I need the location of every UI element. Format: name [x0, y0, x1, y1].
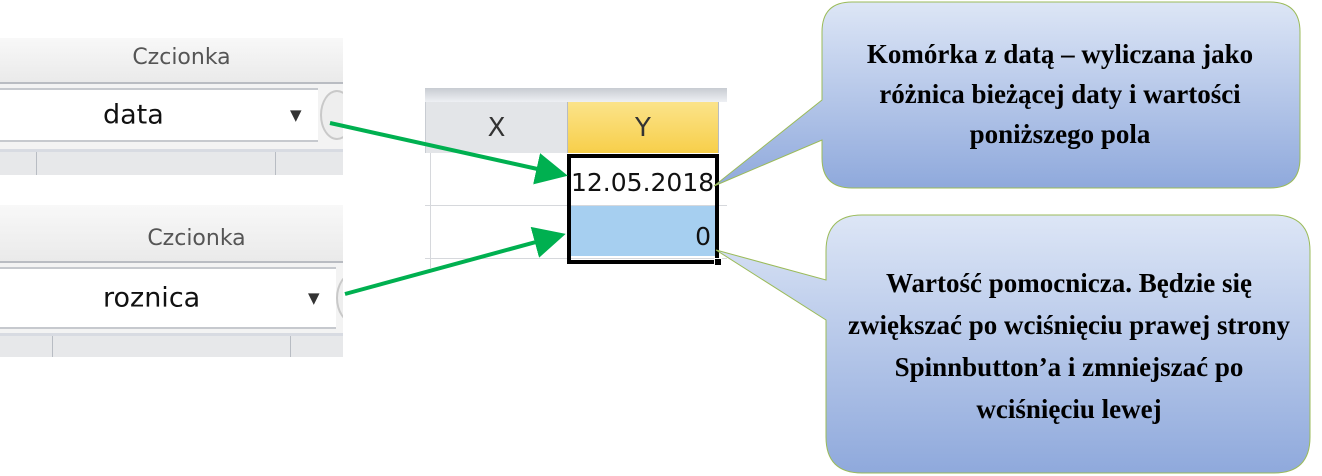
- column-header-y[interactable]: Y: [568, 102, 719, 153]
- chevron-down-icon[interactable]: ▼: [290, 106, 302, 124]
- spreadsheet-fragment: X Y 12.05.2018 0: [425, 88, 727, 268]
- spin-button-icon[interactable]: [320, 90, 343, 140]
- selection-border: [567, 154, 719, 264]
- ribbon-panel-roznica: Czcionka roznica ▼: [0, 205, 343, 357]
- name-box-value: data: [103, 99, 164, 131]
- callout-bottom-text: Wartość pomocnicza. Będzie się zwiększać…: [848, 268, 1290, 424]
- fill-handle[interactable]: [714, 258, 722, 266]
- name-box-data[interactable]: data ▼: [0, 88, 318, 142]
- cell-y1[interactable]: 12.05.2018: [571, 160, 715, 205]
- ribbon-panel-data: Czcionka data ▼: [0, 38, 343, 175]
- chevron-down-icon[interactable]: ▼: [308, 289, 320, 307]
- column-header-strip: [0, 149, 343, 175]
- name-box-roznica[interactable]: roznica ▼: [0, 267, 336, 329]
- callout-top-shape: [713, 1, 1301, 189]
- cell-y2[interactable]: 0: [571, 206, 715, 256]
- callout-top-text: Komórka z datą – wyliczana jako różnica …: [866, 39, 1254, 149]
- ribbon-group-label: Czcionka: [0, 205, 343, 263]
- column-header-x[interactable]: X: [425, 102, 568, 153]
- arrow-roznica-to-value-cell: [344, 226, 566, 296]
- callout-bottom-shape: [715, 214, 1311, 474]
- arrow-data-to-date-cell: [329, 121, 568, 185]
- name-box-value: roznica: [103, 282, 201, 314]
- ribbon-group-label: Czcionka: [0, 38, 343, 84]
- column-header-strip: [0, 333, 343, 357]
